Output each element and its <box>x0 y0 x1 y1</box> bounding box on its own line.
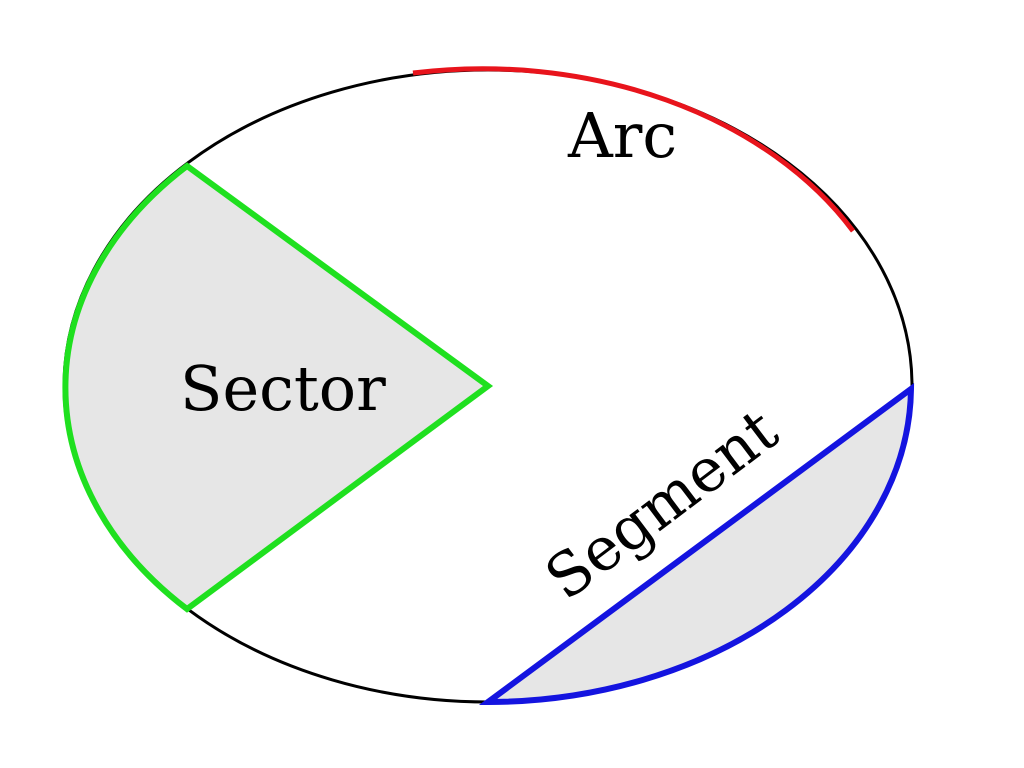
arc-label: Arc <box>567 99 677 172</box>
arc-highlight <box>412 66 856 233</box>
sector-label: Sector <box>180 352 386 425</box>
segment-outline <box>478 382 915 706</box>
sector-outline <box>62 162 494 613</box>
sector-region <box>65 166 488 609</box>
